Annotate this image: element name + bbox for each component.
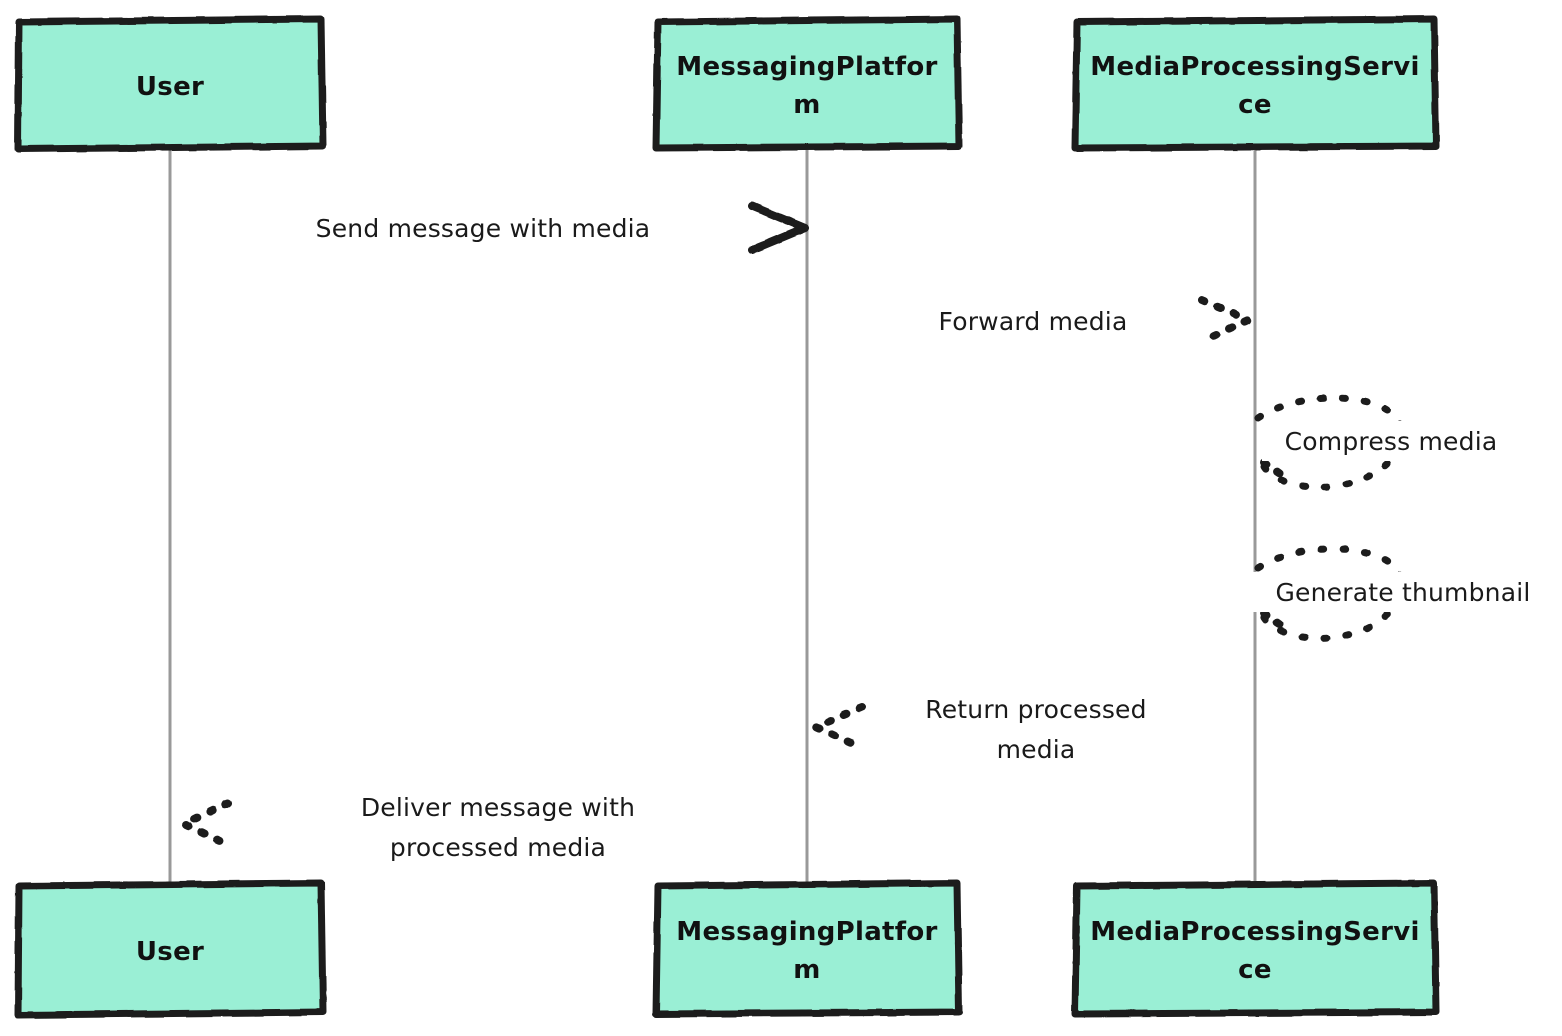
message-label-bg-forward-media — [912, 300, 1154, 340]
participant-label-media-processing-service-top-line2: ce — [1238, 90, 1272, 120]
message-label-deliver-message-with-processed-media-line1: Deliver message with — [361, 793, 635, 822]
participant-box-messaging-platform-top-shape — [652, 15, 963, 152]
participant-box-media-processing-service-top-shape — [1071, 15, 1440, 152]
participant-label-media-processing-service-bottom-line2: ce — [1238, 955, 1272, 985]
participant-label-user-bottom: User — [136, 937, 204, 967]
participant-box-user-top[interactable] — [14, 15, 327, 153]
message-label-return-processed-media-line2: media — [997, 735, 1076, 764]
participant-box-user-top-shape — [14, 15, 327, 153]
message-label-compress-media: Compress media — [1285, 427, 1498, 456]
message-label-bg-deliver-message-with-processed-media — [325, 781, 671, 859]
message-label-forward-media: Forward media — [939, 307, 1128, 336]
message-label-bg-send-message-with-media — [287, 208, 679, 248]
participant-label-messaging-platform-top-line2: m — [793, 90, 820, 120]
message-label-generate-thumbnail: Generate thumbnail — [1275, 578, 1530, 607]
participant-box-media-processing-service-bottom[interactable] — [1071, 879, 1440, 1018]
message-label-bg-generate-thumbnail — [1244, 572, 1562, 612]
arrowhead-deliver-message-with-processed-media — [180, 799, 232, 849]
participant-label-messaging-platform-top-line1: MessagingPlatfor — [676, 52, 937, 82]
participant-box-user-bottom-shape — [14, 879, 327, 1019]
message-label-send-message-with-media: Send message with media — [316, 214, 651, 243]
participant-label-media-processing-service-top-line1: MediaProcessingServi — [1090, 52, 1419, 82]
message-label-bg-return-processed-media — [888, 684, 1185, 762]
participant-label-messaging-platform-bottom-line2: m — [793, 955, 820, 985]
message-label-bg-compress-media — [1262, 421, 1520, 461]
participant-box-media-processing-service-top[interactable] — [1071, 15, 1440, 152]
participant-box-user-bottom[interactable] — [14, 879, 327, 1019]
participant-label-messaging-platform-bottom-line1: MessagingPlatfor — [676, 917, 937, 947]
message-label-deliver-message-with-processed-media-line2: processed media — [390, 833, 606, 862]
participant-box-messaging-platform-top[interactable] — [652, 15, 963, 152]
arrowhead-forward-media — [1198, 296, 1252, 345]
participant-label-media-processing-service-bottom-line1: MediaProcessingServi — [1090, 917, 1419, 947]
participant-box-messaging-platform-bottom[interactable] — [652, 879, 963, 1018]
participant-box-media-processing-service-bottom-shape — [1071, 879, 1440, 1018]
arrowhead-return-processed-media — [812, 703, 866, 752]
participant-label-user-top: User — [136, 72, 204, 102]
message-forward-media[interactable] — [808, 296, 1252, 345]
participant-box-messaging-platform-bottom-shape — [652, 879, 963, 1018]
lifelines — [168, 148, 1257, 886]
message-label-return-processed-media-line1: Return processed — [925, 695, 1146, 724]
arrowhead-send-message-with-media — [748, 202, 809, 254]
